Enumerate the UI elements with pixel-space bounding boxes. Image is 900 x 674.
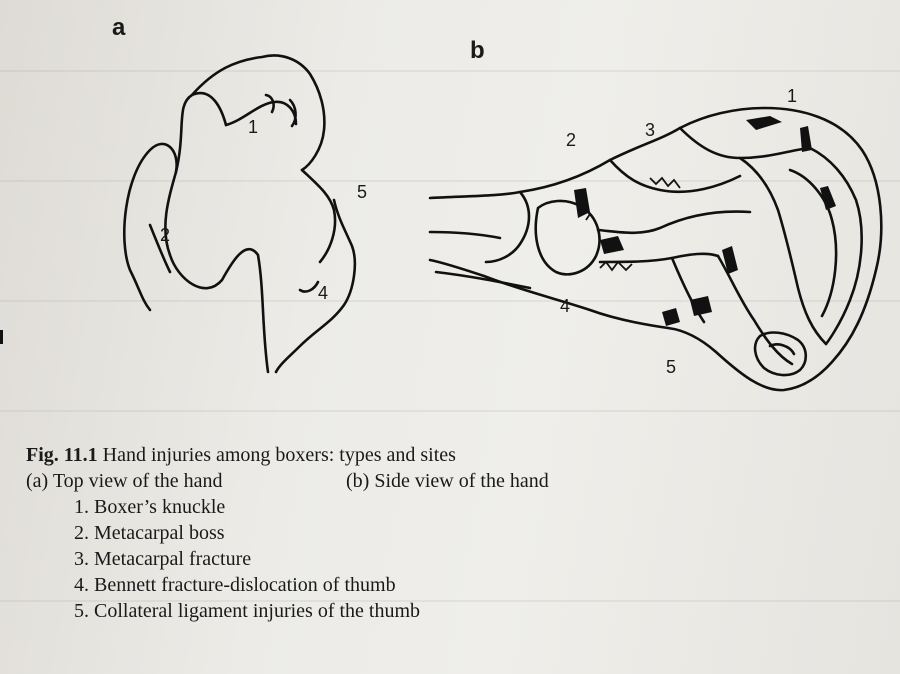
- bleed-line: [0, 300, 900, 302]
- caption-view-a: (a) Top view of the hand: [26, 470, 223, 492]
- caption-views-line: (a) Top view of the hand (b) Side view o…: [26, 468, 726, 494]
- caption-list: 1. Boxer’s knuckle 2. Metacarpal boss 3.…: [26, 494, 726, 624]
- bleed-line: [0, 180, 900, 182]
- panel-a-number-5: 5: [357, 182, 368, 202]
- caption-list-item: 4. Bennett fracture-dislocation of thumb: [74, 574, 396, 596]
- figure-label: Fig. 11.1: [26, 444, 98, 466]
- caption-list-item: 2. Metacarpal boss: [74, 522, 225, 544]
- fracture-lines: [583, 176, 681, 272]
- panel-b-number-3: 3: [645, 120, 656, 140]
- panel-a-label: a: [112, 14, 126, 41]
- fist-top-view-drawing: [122, 54, 357, 374]
- bleed-line: [0, 600, 900, 602]
- panel-b-number-5: 5: [666, 357, 677, 377]
- caption-list-item: 3. Metacarpal fracture: [74, 548, 252, 570]
- caption-list-item: 1. Boxer’s knuckle: [74, 496, 226, 518]
- panel-a-number-4: 4: [318, 283, 329, 303]
- page-edge-mark: [0, 330, 3, 344]
- bleed-line: [0, 410, 900, 412]
- hand-illustration: [122, 54, 883, 392]
- panel-b-number-4: 4: [560, 296, 571, 316]
- caption-list-item: 5. Collateral ligament injuries of the t…: [74, 600, 421, 622]
- figure-caption: Fig. 11.1 Hand injuries among boxers: ty…: [26, 442, 726, 624]
- panel-b-label: b: [470, 37, 485, 64]
- caption-title-line: Fig. 11.1 Hand injuries among boxers: ty…: [26, 442, 726, 468]
- panel-b-number-2: 2: [566, 130, 577, 150]
- bleed-line: [0, 70, 900, 72]
- hand-side-view-drawing: [428, 106, 883, 392]
- panel-b-number-1: 1: [787, 86, 798, 106]
- panel-a-number-1: 1: [248, 117, 259, 137]
- caption-title: Hand injuries among boxers: types and si…: [102, 444, 456, 466]
- panel-a-number-2: 2: [160, 225, 171, 245]
- injury-site-markings: [574, 116, 836, 326]
- caption-view-b: (b) Side view of the hand: [346, 470, 549, 492]
